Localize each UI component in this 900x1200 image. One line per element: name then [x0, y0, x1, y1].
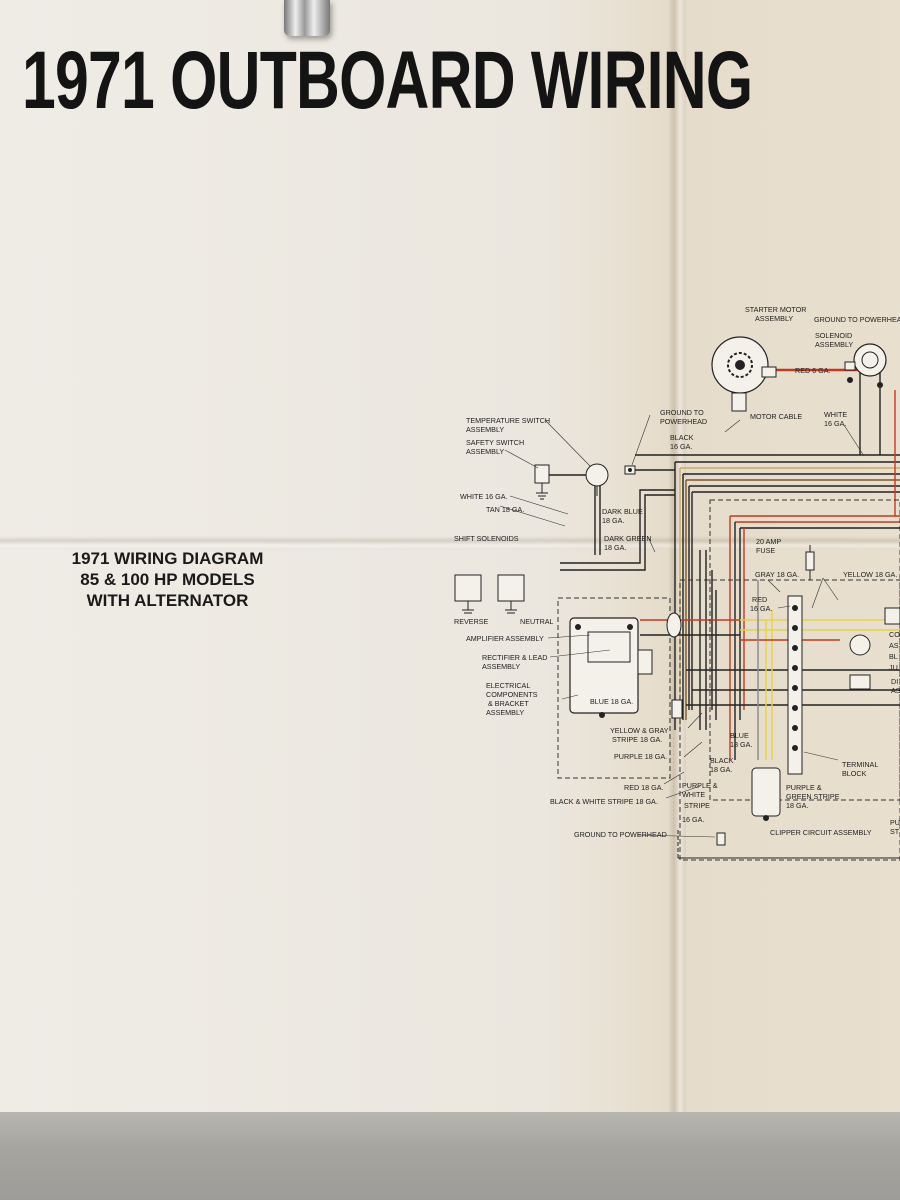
- label-motor-cable: MOTOR CABLE: [750, 412, 802, 421]
- label-purple-white-2: WHITE: [682, 790, 705, 799]
- label-rectifier-2: ASSEMBLY: [482, 662, 520, 671]
- poster-title: 1971 OUTBOARD WIRING: [22, 35, 753, 126]
- label-starter-motor-1: STARTER MOTOR: [745, 305, 807, 314]
- solenoid-icon: [844, 343, 887, 388]
- label-white-16ga-top-2: 16 GA.: [824, 419, 846, 428]
- ground-connector-icon: [624, 465, 636, 475]
- label-dark-green-1: DARK GREEN: [604, 534, 652, 543]
- safety-switch-icon: [585, 463, 609, 496]
- subtitle-line-1: 1971 WIRING DIAGRAM: [71, 549, 264, 568]
- temperature-switch-icon: [534, 464, 550, 500]
- label-terminal-block-1: TERMINAL: [842, 760, 878, 769]
- rectifier-right-icon: [849, 607, 900, 690]
- label-purple-green-3: 18 GA.: [786, 801, 808, 810]
- label-black-18ga-1: BLACK: [710, 756, 734, 765]
- label-ground-powerhead-top: GROUND TO POWERHEAD: [814, 315, 900, 324]
- label-right-edge-6: AS: [891, 686, 900, 695]
- label-right-edge-7: PU: [890, 818, 900, 827]
- label-red-18ga: RED 18 GA.: [624, 783, 664, 792]
- label-ground-powerhead-bottom: GROUND TO POWERHEAD: [574, 830, 667, 839]
- label-right-edge-3: BL: [889, 652, 898, 661]
- label-reverse: REVERSE: [454, 617, 489, 626]
- label-electrical-1: ELECTRICAL: [486, 681, 530, 690]
- ground-bottom-icon: [677, 830, 900, 859]
- label-dark-green-2: 18 GA.: [604, 543, 626, 552]
- diagram-labels: STARTER MOTOR ASSEMBLY GROUND TO POWERHE…: [454, 305, 900, 839]
- label-gray-18ga: GRAY 18 GA.: [755, 570, 799, 579]
- label-red-16ga-1: RED: [752, 595, 767, 604]
- background-surface: [0, 1112, 900, 1200]
- rectifier-icon: [666, 612, 683, 719]
- label-yellow-gray-2: STRIPE 18 GA.: [612, 735, 662, 744]
- enclosure-outlines: [557, 499, 900, 861]
- terminal-block-icon: [787, 595, 803, 775]
- label-ground-powerhead-mid-1: GROUND TO: [660, 408, 704, 417]
- label-terminal-block-2: BLOCK: [842, 769, 867, 778]
- label-purple-green-2: GREEN STRIPE: [786, 792, 840, 801]
- poster-sheet: [0, 0, 900, 1112]
- label-yellow-18ga: YELLOW 18 GA.: [843, 570, 897, 579]
- label-shift-solenoids: SHIFT SOLENOIDS: [454, 534, 519, 543]
- label-purple-18ga: PURPLE 18 GA.: [614, 752, 667, 761]
- label-amplifier: AMPLIFIER ASSEMBLY: [466, 634, 544, 643]
- label-fuse-1: 20 AMP: [756, 537, 781, 546]
- label-red-16ga-2: 16 GA.: [750, 604, 772, 613]
- label-dark-blue-1: DARK BLUE: [602, 507, 643, 516]
- label-right-edge-5: DI: [891, 677, 898, 686]
- label-white-16ga-top-1: WHITE: [824, 410, 847, 419]
- label-dark-blue-2: 18 GA.: [602, 516, 624, 525]
- label-electrical-4: ASSEMBLY: [486, 708, 524, 717]
- label-starter-motor-2: ASSEMBLY: [755, 314, 793, 323]
- label-red-6ga: RED 6 GA.: [795, 366, 831, 375]
- label-black-16ga-1: BLACK: [670, 433, 694, 442]
- label-clipper-circuit: CLIPPER CIRCUIT ASSEMBLY: [770, 828, 872, 837]
- label-right-edge-4: JU: [889, 663, 898, 672]
- label-blue-18ga-2-2: 18 GA.: [730, 740, 752, 749]
- diagram-subtitle: 1971 WIRING DIAGRAM 85 & 100 HP MODELS W…: [30, 548, 305, 611]
- label-right-edge-2: AS: [889, 641, 899, 650]
- label-fuse-2: FUSE: [756, 546, 775, 555]
- subtitle-line-2: 85 & 100 HP MODELS: [80, 570, 255, 589]
- label-yellow-gray-1: YELLOW & GRAY: [610, 726, 669, 735]
- label-purple-white-3: STRIPE: [684, 801, 710, 810]
- label-neutral: NEUTRAL: [520, 617, 554, 626]
- amplifier-assembly-icon: [569, 617, 653, 718]
- binder-clip-icon: [284, 0, 330, 36]
- label-black-white: BLACK & WHITE STRIPE 18 GA.: [550, 797, 658, 806]
- label-purple-green-1: PURPLE &: [786, 783, 822, 792]
- label-temp-switch-1: TEMPERATURE SWITCH: [466, 416, 550, 425]
- shift-solenoid-reverse-icon: [454, 574, 482, 614]
- label-blue-18ga-2-1: BLUE: [730, 731, 749, 740]
- label-tan-18ga: TAN 18 GA.: [486, 505, 524, 514]
- label-blue-18ga: BLUE 18 GA.: [590, 697, 633, 706]
- starter-motor-icon: [711, 336, 777, 412]
- label-solenoid-1: SOLENOID: [815, 331, 852, 340]
- label-ground-powerhead-mid-2: POWERHEAD: [660, 417, 707, 426]
- clipper-circuit-icon: [751, 767, 781, 821]
- label-white-16ga: WHITE 16 GA.: [460, 492, 508, 501]
- label-right-edge-8: ST: [890, 827, 900, 836]
- label-black-16ga-2: 16 GA.: [670, 442, 692, 451]
- label-rectifier-1: RECTIFIER & LEAD: [482, 653, 548, 662]
- leader-lines: [499, 414, 865, 838]
- vertical-fold-crease: [668, 0, 686, 1112]
- label-right-edge-1: CO: [889, 630, 900, 639]
- label-black-18ga-2: 18 GA.: [710, 765, 732, 774]
- label-purple-white-1: PURPLE &: [682, 781, 718, 790]
- subtitle-line-3: WITH ALTERNATOR: [86, 591, 249, 610]
- shift-solenoid-neutral-icon: [497, 574, 525, 614]
- label-electrical-3: & BRACKET: [488, 699, 529, 708]
- label-electrical-2: COMPONENTS: [486, 690, 538, 699]
- label-solenoid-2: ASSEMBLY: [815, 340, 853, 349]
- fuse-icon: [805, 545, 815, 580]
- label-purple-white-4: 16 GA.: [682, 815, 704, 824]
- label-temp-switch-2: ASSEMBLY: [466, 425, 504, 434]
- label-safety-switch-2: ASSEMBLY: [466, 447, 504, 456]
- label-safety-switch-1: SAFETY SWITCH: [466, 438, 524, 447]
- wiring-diagram: STARTER MOTOR ASSEMBLY GROUND TO POWERHE…: [454, 305, 900, 861]
